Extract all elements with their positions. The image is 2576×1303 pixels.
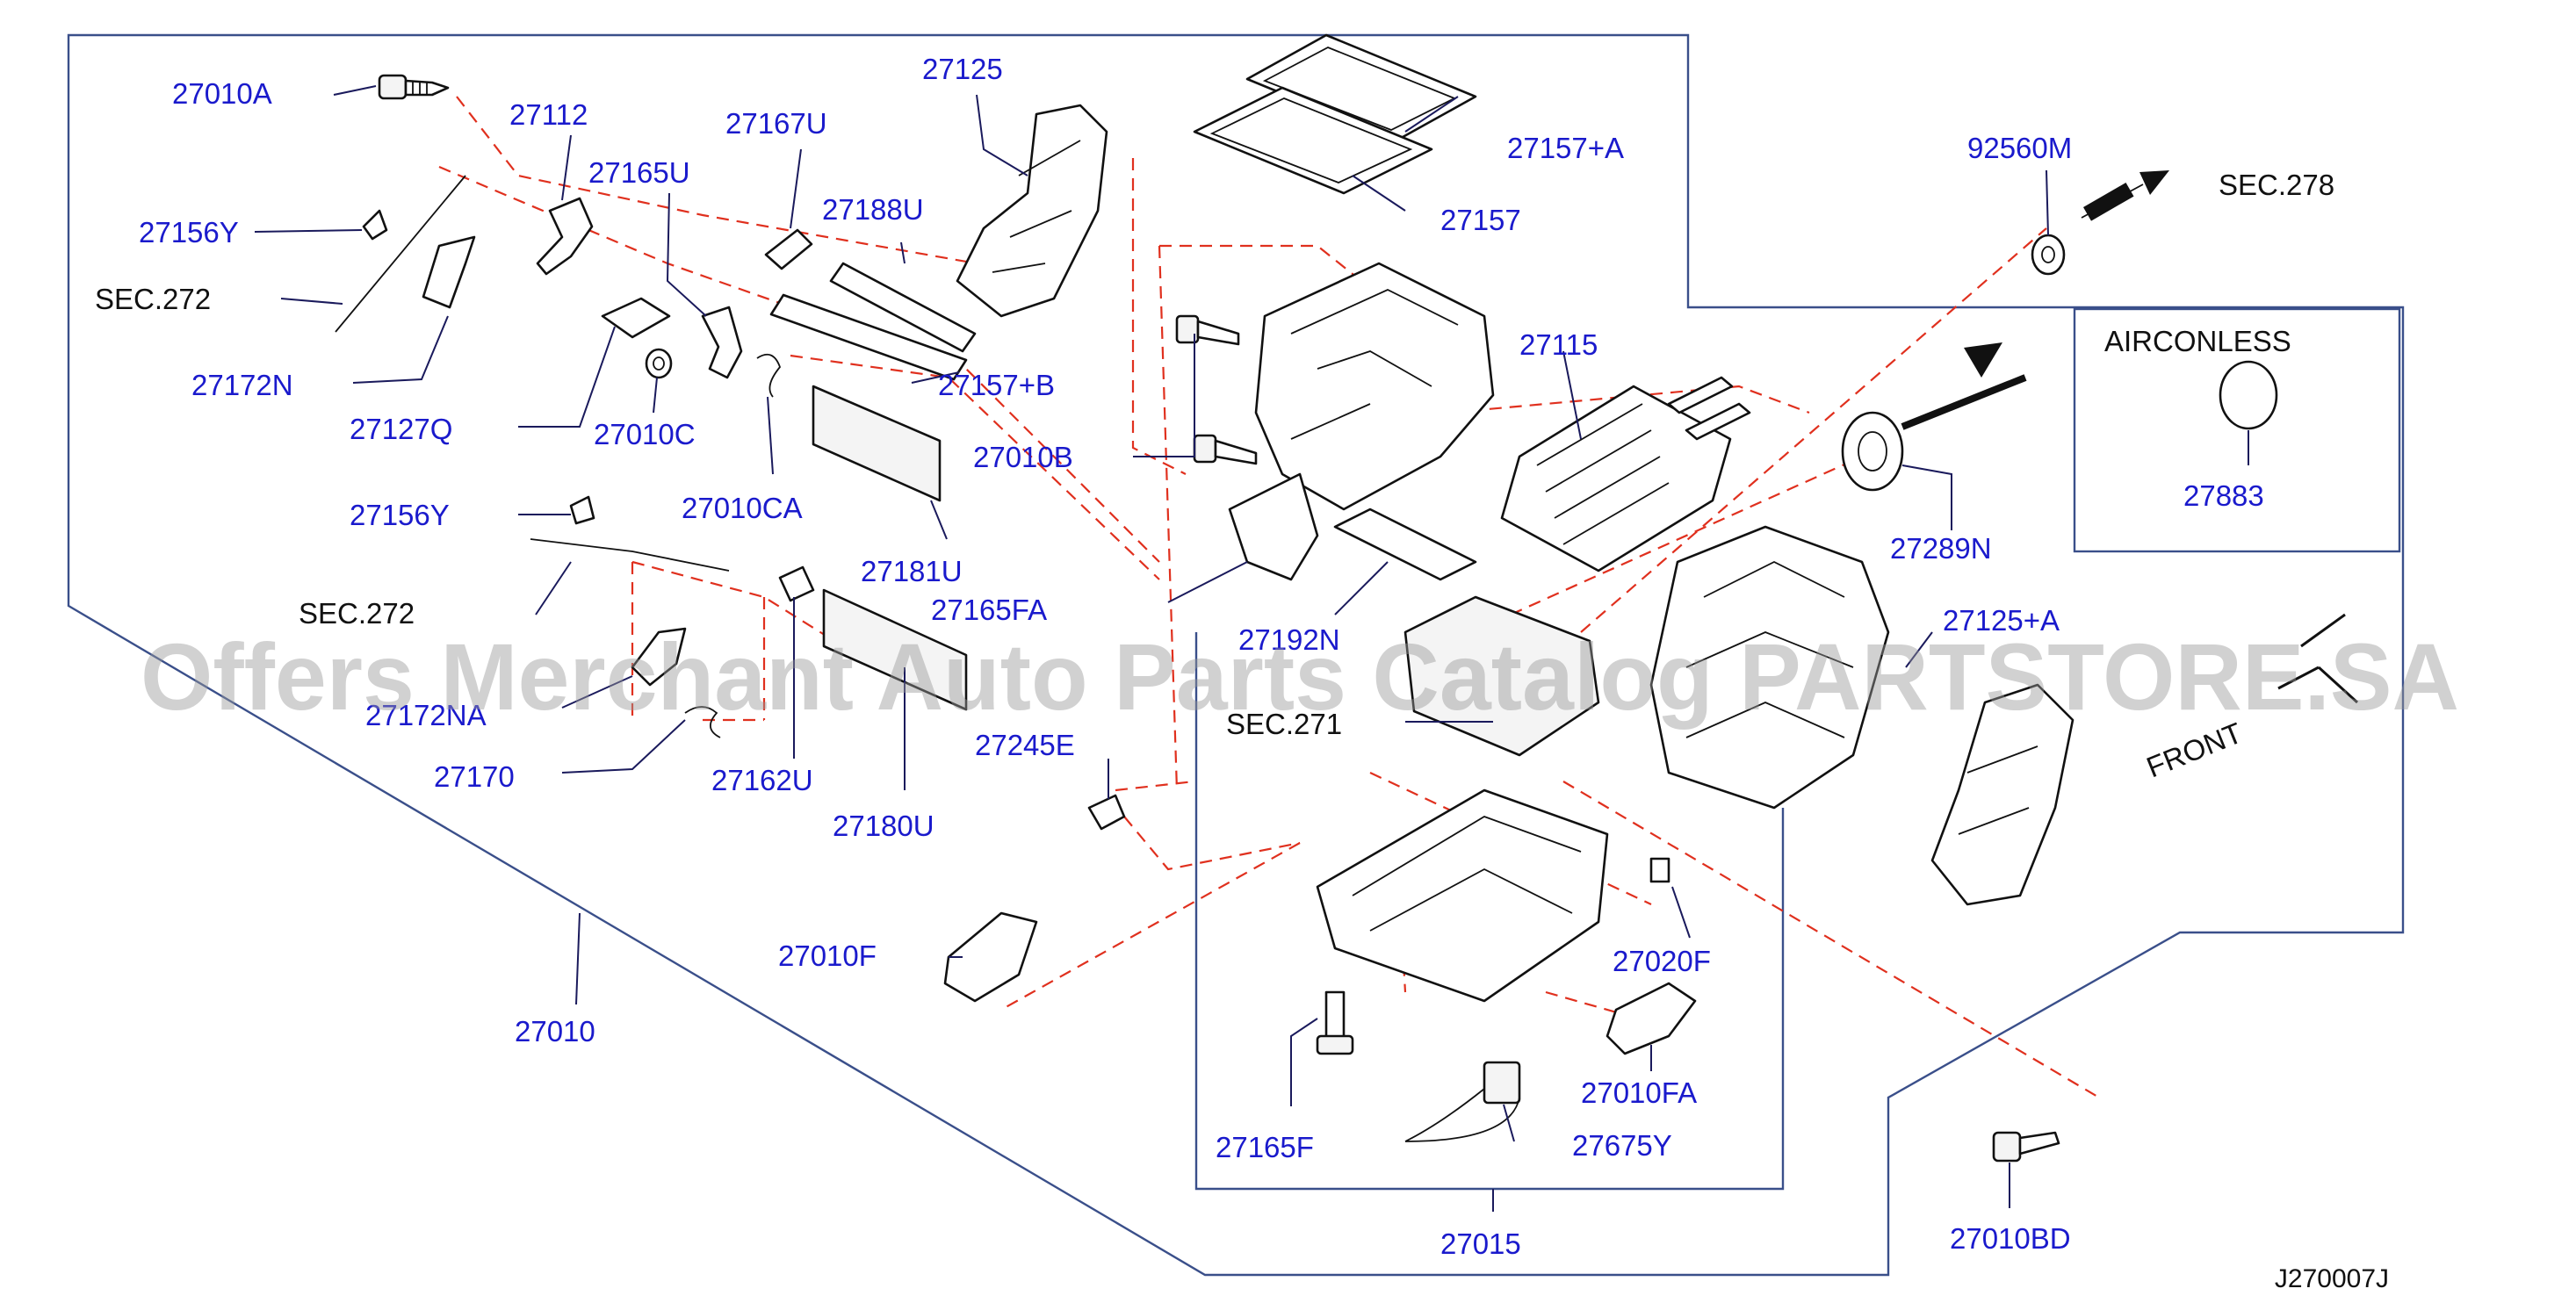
callout-27165F[interactable]: 27165F [1216, 1131, 1314, 1163]
callout-27157A[interactable]: 27157+A [1507, 132, 1624, 164]
callout-27289N[interactable]: 27289N [1890, 532, 1992, 565]
direction-arrow-icon [1901, 342, 2027, 430]
bracket-27010FA-part [1605, 982, 1697, 1055]
callout-27115[interactable]: 27115 [1519, 328, 1598, 361]
callout-27010FA[interactable]: 27010FA [1581, 1076, 1697, 1109]
callout-92560M[interactable]: 92560M [1967, 132, 2072, 164]
callout-27192N[interactable]: 27192N [1238, 623, 1340, 656]
front-arrow-icon [2277, 613, 2359, 704]
callout-27675Y[interactable]: 27675Y [1572, 1129, 1672, 1162]
door-27180U-part [822, 588, 968, 711]
bolt-27165F-part [1316, 990, 1354, 1055]
callout-27010F[interactable]: 27010F [778, 939, 877, 972]
callout-27165FA[interactable]: 27165FA [931, 594, 1047, 626]
callout-27156Y-upper[interactable]: 27156Y [139, 216, 239, 248]
callout-27010A[interactable]: 27010A [172, 77, 272, 110]
cable-sec272-lower-part [530, 538, 730, 572]
assembly-dash-lines [438, 96, 2100, 1098]
diagram-code: J270007J [2275, 1264, 2389, 1293]
sec-278-label[interactable]: SEC.278 [2219, 169, 2334, 201]
callout-27180U[interactable]: 27180U [833, 810, 934, 842]
callout-27156Y-lower[interactable]: 27156Y [350, 499, 450, 531]
heater-core-27115-part [1500, 385, 1732, 572]
callout-27165U[interactable]: 27165U [588, 156, 690, 189]
subassembly-box-27015 [1194, 632, 1785, 1191]
screw-27010B-part [1175, 314, 1258, 465]
bracket-27165FA-part [1228, 472, 1319, 581]
callout-27010C[interactable]: 27010C [594, 418, 696, 450]
grommet-92560M-part [2031, 234, 2066, 276]
grommet-27289N-part [1841, 411, 1904, 492]
clip-27167U-part [764, 228, 813, 270]
plate-27127Q-part [601, 297, 671, 339]
callout-27181U[interactable]: 27181U [861, 555, 963, 587]
bracket-27156Y-lower-part [569, 495, 595, 525]
bolt-27010BD-part [1992, 1131, 2060, 1163]
callout-27127Q[interactable]: 27127Q [350, 413, 452, 445]
callout-27010CA[interactable]: 27010CA [682, 492, 803, 524]
filter-27157B-part [769, 293, 968, 381]
duct-27125-part [956, 104, 1108, 318]
callout-27010B[interactable]: 27010B [973, 441, 1073, 473]
airconless-title: AIRCONLESS [2104, 325, 2291, 357]
intake-box-part [1316, 788, 1609, 1003]
leader-lines [254, 85, 2249, 1212]
bracket-27172N-part [422, 235, 476, 309]
callout-27162U[interactable]: 27162U [711, 764, 813, 796]
callout-27167U[interactable]: 27167U [725, 107, 827, 140]
seal-27192N-part [1333, 508, 1477, 581]
callout-27125[interactable]: 27125 [922, 53, 1003, 85]
callout-27010[interactable]: 27010 [515, 1015, 595, 1047]
cable-sec272-upper-part [335, 175, 466, 333]
callout-27125A[interactable]: 27125+A [1943, 604, 2060, 637]
screw-27010A-part [378, 74, 450, 100]
callout-27245E[interactable]: 27245E [975, 729, 1075, 761]
lever-27112-part [536, 197, 594, 276]
callout-27015[interactable]: 27015 [1440, 1227, 1521, 1260]
airconless-inset-box [2073, 307, 2401, 553]
plug-27883-part [2219, 360, 2278, 430]
link-27165U-part [701, 306, 743, 379]
blower-case-part [1649, 525, 1890, 810]
bracket-27156Y-upper-part [362, 209, 388, 241]
callout-27883[interactable]: 27883 [2183, 479, 2264, 512]
callout-27020F[interactable]: 27020F [1613, 945, 1711, 977]
section-refs: SEC.272 SEC.272 SEC.271 SEC.278 [95, 169, 2334, 740]
callout-27170[interactable]: 27170 [434, 760, 515, 793]
watermark-text: Offers Merchant Auto Parts Catalog PARTS… [141, 623, 2459, 730]
assembly-boundary-27010 [67, 33, 2405, 1277]
callout-27010BD[interactable]: 27010BD [1950, 1222, 2071, 1255]
spring-27010CA-part [756, 353, 782, 398]
sec-272-lower-label[interactable]: SEC.272 [299, 597, 415, 630]
evaporator-sec271-part [1403, 595, 1600, 757]
callout-27172N[interactable]: 27172N [191, 369, 293, 401]
seal-27188U-part [829, 262, 977, 353]
callout-27172NA[interactable]: 27172NA [365, 699, 487, 731]
duct-27125A-part [1930, 683, 2075, 906]
callout-27157[interactable]: 27157 [1440, 204, 1521, 236]
bracket-27010F-part [943, 911, 1038, 1003]
part-callouts: 27010A 27112 27167U 27125 27165U 27188U … [139, 53, 2264, 1260]
upper-case-part [1254, 262, 1495, 511]
callout-27188U[interactable]: 27188U [822, 193, 924, 226]
door-27181U-part [812, 385, 942, 502]
sensor-27675Y-part [1404, 1061, 1521, 1142]
washer-27010C-part [645, 348, 673, 379]
clip-27245E-part [1087, 794, 1126, 831]
callout-27112[interactable]: 27112 [509, 98, 588, 131]
sec-271-label[interactable]: SEC.271 [1226, 708, 1342, 740]
sec278-arrow-icon [2081, 170, 2169, 221]
callout-27157B[interactable]: 27157+B [938, 369, 1055, 401]
clip-27162U-part [778, 565, 815, 602]
sec-272-upper-label[interactable]: SEC.272 [95, 283, 211, 315]
bracket-27172NA-part [631, 627, 687, 687]
connector-27020F-part [1649, 857, 1670, 883]
spring-27170-part [684, 706, 721, 738]
